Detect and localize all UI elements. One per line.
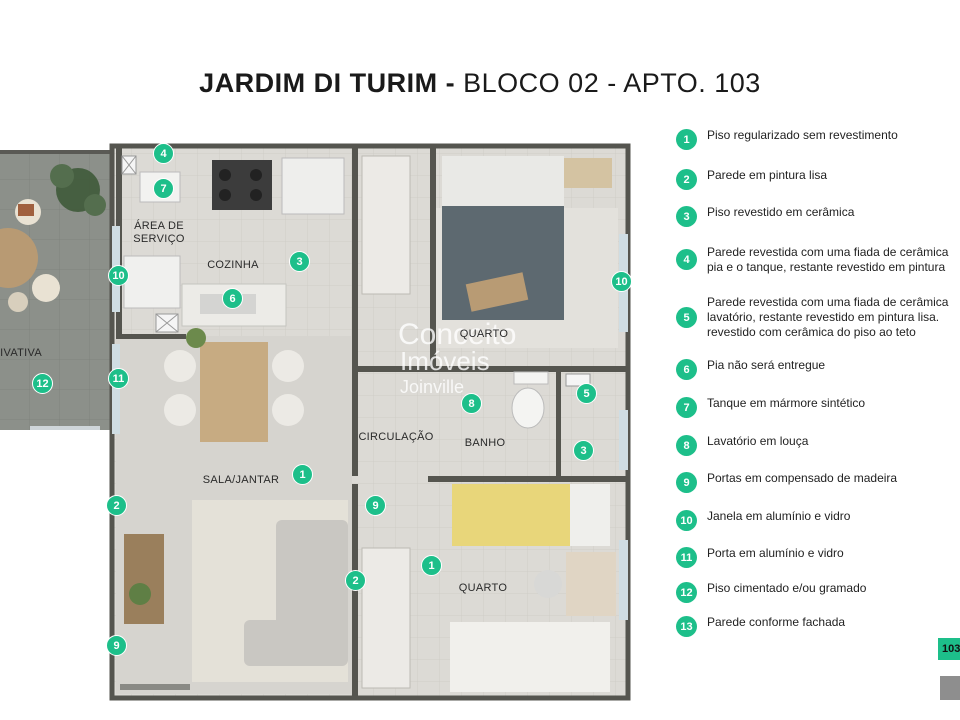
legend-item-8: 8 Lavatório em louça	[676, 434, 808, 458]
room-label-privativa: PRIVATIVA	[0, 347, 42, 360]
title-rest: BLOCO 02 - APTO. 103	[455, 68, 761, 98]
legend-text: Parede revestida com uma fiada de cerâmi…	[707, 295, 949, 339]
legend-badge: 13	[676, 616, 697, 637]
room-label-sala-jantar: SALA/JANTAR	[202, 474, 280, 486]
legend-badge: 7	[676, 397, 697, 418]
legend-text: Piso revestido em cerâmica	[707, 205, 855, 219]
legend-text: Tanque em mármore sintético	[707, 396, 866, 410]
fridge	[281, 157, 345, 215]
plan-badge-9-center: 9	[365, 495, 386, 516]
dining-table	[200, 342, 268, 442]
watermark-line3: Joinville	[400, 377, 465, 397]
legend-item-12: 12 Piso cimentado e/ou gramado	[676, 581, 866, 605]
plan-badge-11: 11	[108, 368, 129, 389]
stove	[212, 160, 272, 210]
plan-badge-2-left: 2	[106, 495, 127, 516]
legend-badge: 11	[676, 547, 697, 568]
watermark-line2: Imóveis	[400, 346, 490, 376]
watermark-line1: Conceito	[398, 318, 517, 351]
legend-text: Portas em compensado de madeira	[707, 471, 898, 485]
legend-badge: 6	[676, 359, 697, 380]
plan-badge-1-bedroom: 1	[421, 555, 442, 576]
legend-item-13: 13 Parede conforme fachada	[676, 615, 845, 639]
legend-item-9: 9 Portas em compensado de madeira	[676, 471, 897, 495]
plan-badge-2-center: 2	[345, 570, 366, 591]
plan-badge-5: 5	[576, 383, 597, 404]
legend-text: Janela em alumínio e vidro	[707, 509, 851, 523]
privativa-text: PRIVATIVA	[0, 347, 42, 359]
room-label-cozinha: COZINHA	[207, 259, 259, 271]
plan-badge-7: 7	[153, 178, 174, 199]
plan-badge-10-right: 10	[611, 271, 632, 292]
legend-text: Porta em alumínio e vidro	[707, 546, 844, 560]
room-label-circulacao: CIRCULAÇÃO	[358, 431, 434, 443]
legend-item-2: 2 Parede em pintura lisa	[676, 168, 827, 192]
desk	[566, 552, 616, 616]
legend-text: Pia não será entregue	[707, 358, 826, 372]
single-bed-white	[450, 622, 610, 692]
legend-badge: 5	[676, 307, 697, 328]
title-bold: JARDIM DI TURIM -	[199, 68, 456, 98]
outdoor-plant	[50, 164, 106, 216]
legend-badge: 12	[676, 582, 697, 603]
wardrobe-bottom	[361, 547, 411, 689]
single-bed-yellow	[452, 484, 570, 546]
room-label-banho: BANHO	[464, 437, 506, 449]
legend-item-4: 4 Parede revestida com uma fiada de cerâ…	[676, 245, 948, 274]
plan-badge-12: 12	[32, 373, 53, 394]
plan-badge-4: 4	[153, 143, 174, 164]
legend-text: Lavatório em louça	[707, 434, 809, 448]
legend-item-11: 11 Porta em alumínio e vidro	[676, 546, 844, 570]
legend-item-7: 7 Tanque em mármore sintético	[676, 396, 865, 420]
legend-text: Piso regularizado sem revestimento	[707, 128, 898, 142]
legend-text: Parede conforme fachada	[707, 615, 846, 629]
plan-badge-1-living: 1	[292, 464, 313, 485]
legend-text: Parede em pintura lisa	[707, 168, 828, 182]
plan-badge-8: 8	[461, 393, 482, 414]
plan-badge-10-left: 10	[108, 265, 129, 286]
page-title: JARDIM DI TURIM - BLOCO 02 - APTO. 103	[0, 68, 960, 99]
legend-text: Piso cimentado e/ou gramado	[707, 581, 867, 595]
legend-item-6: 6 Pia não será entregue	[676, 358, 825, 382]
unit-tag-gray-block	[940, 676, 960, 700]
legend-badge: 2	[676, 169, 697, 190]
watermark: Conceito Imóveis Joinville	[398, 320, 516, 400]
legend-item-1: 1 Piso regularizado sem revestimento	[676, 128, 898, 152]
outdoor-table-set	[0, 199, 60, 312]
legend-item-10: 10 Janela em alumínio e vidro	[676, 509, 850, 533]
tv-rack	[124, 534, 164, 624]
plan-badge-9-left: 9	[106, 635, 127, 656]
plan-badge-3-bath: 3	[573, 440, 594, 461]
legend-badge: 9	[676, 472, 697, 493]
legend-text: Parede revestida com uma fiada de cerâmi…	[707, 245, 949, 274]
room-label-area-servico: ÁREA DE SERVIÇO	[133, 220, 185, 245]
plan-badge-6: 6	[222, 288, 243, 309]
legend-badge: 1	[676, 129, 697, 150]
plan-badge-3-kitchen: 3	[289, 251, 310, 272]
washing-machine	[123, 255, 181, 309]
unit-tag: 103	[938, 638, 960, 660]
wardrobe-top	[361, 155, 411, 295]
toilet	[511, 387, 545, 429]
room-label-quarto-top: QUARTO	[459, 328, 509, 340]
room-label-quarto-bottom: QUARTO	[458, 582, 508, 594]
legend-item-3: 3 Piso revestido em cerâmica	[676, 205, 854, 229]
legend-badge: 8	[676, 435, 697, 456]
legend-badge: 3	[676, 206, 697, 227]
legend-badge: 4	[676, 249, 697, 270]
legend-badge: 10	[676, 510, 697, 531]
legend-item-5: 5 Parede revestida com uma fiada de cerâ…	[676, 295, 948, 339]
